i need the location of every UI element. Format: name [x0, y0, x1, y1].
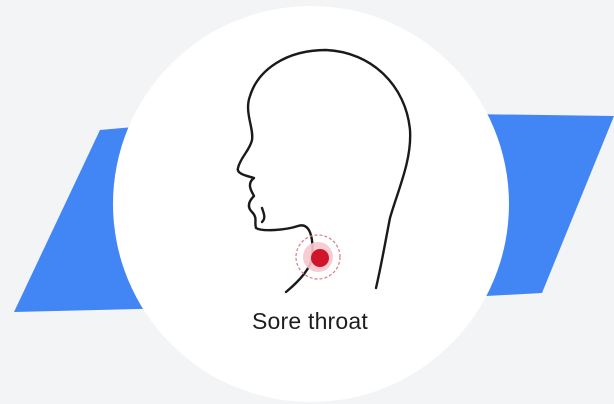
white-circle: [113, 6, 509, 402]
condition-label: Sore throat: [228, 308, 392, 335]
